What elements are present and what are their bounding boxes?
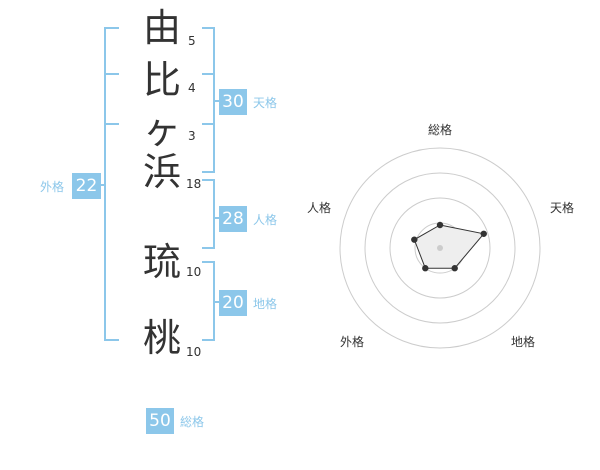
chikaku-badge: 20 — [219, 290, 247, 316]
gaikaku-label: 外格 — [40, 180, 65, 194]
stroke-count-6: 10 — [186, 345, 202, 359]
radar-axis-label-jinkaku: 人格 — [306, 201, 331, 215]
stroke-count-3: 3 — [188, 129, 196, 143]
name-char-6: 桃 — [142, 316, 181, 360]
soukaku-badge: 50 — [146, 408, 174, 434]
radar-point-0 — [436, 221, 444, 229]
jinkaku-bracket — [202, 179, 215, 249]
radar-ring-4 — [339, 147, 541, 349]
radar-point-1 — [480, 230, 487, 237]
radar-ring-2 — [389, 197, 491, 299]
radar-center-dot — [437, 245, 443, 251]
name-char-2: 比 — [142, 58, 181, 102]
tenkaku-badge: 30 — [219, 89, 247, 115]
radar-axis-label-gaikaku: 外格 — [339, 335, 364, 349]
jinkaku-badge: 28 — [219, 206, 247, 232]
radar-point-2 — [451, 265, 458, 272]
soukaku-label: 総格 — [180, 415, 205, 429]
stroke-count-5: 10 — [186, 265, 202, 279]
radar-axis-label-soukaku: 総格 — [427, 123, 452, 137]
stroke-count-2: 4 — [188, 81, 196, 95]
radar-point-4 — [411, 236, 418, 243]
radar-axis-label-chikaku: 地格 — [510, 335, 535, 349]
chikaku-label: 地格 — [253, 297, 278, 311]
tenkaku-label: 天格 — [253, 96, 278, 110]
jinkaku-label: 人格 — [253, 213, 278, 227]
name-char-3: ヶ — [142, 108, 181, 152]
radar-polygon — [413, 224, 485, 269]
gaikaku-badge: 22 — [72, 173, 101, 199]
stroke-count-4: 18 — [186, 177, 202, 191]
radar-point-3 — [422, 265, 429, 272]
name-char-1: 由 — [142, 6, 181, 50]
radar-ring-3 — [364, 172, 516, 324]
name-char-5: 琉 — [142, 240, 181, 284]
radar-axis-label-tenkaku: 天格 — [549, 201, 574, 215]
stroke-count-1: 5 — [188, 34, 196, 48]
name-char-4: 浜 — [142, 150, 181, 194]
